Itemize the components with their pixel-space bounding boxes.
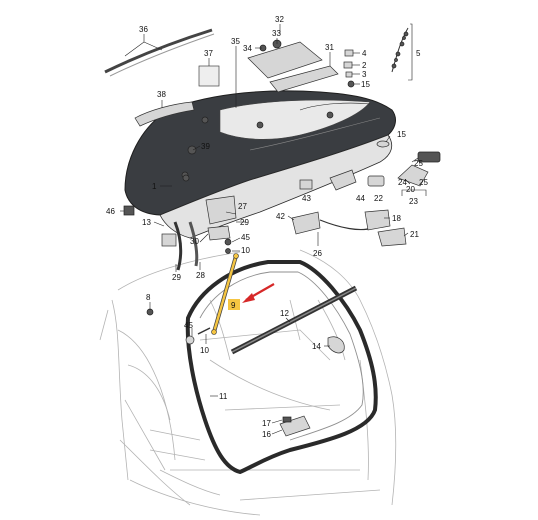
highlight-arrow (242, 283, 275, 303)
callout-30: 29 (240, 218, 249, 227)
callout-10-lower: 10 (200, 346, 209, 355)
leader-lines (120, 23, 427, 435)
spoiler-part (134, 101, 195, 127)
callout-12: 12 (280, 309, 289, 318)
repair-kit-39 (198, 65, 220, 87)
callout-34: 32 (275, 15, 284, 24)
plate-33 (269, 65, 339, 93)
callout-3: 3 (362, 70, 367, 79)
callout-41: 39 (201, 142, 210, 151)
callout-14: 14 (312, 342, 321, 351)
callout-33: 31 (325, 43, 334, 52)
callout-31: 29 (172, 273, 181, 282)
callout-36: 34 (243, 44, 252, 53)
callout-42: 42 (276, 212, 285, 221)
callout-35: 33 (272, 29, 281, 38)
callout-4: 4 (362, 49, 367, 58)
callout-22: 22 (374, 194, 383, 203)
callout-9: 9 (231, 301, 236, 310)
callout-45-upper: 45 (241, 233, 250, 242)
callout-32: 30 (190, 237, 199, 246)
trim-strip (104, 28, 213, 74)
callout-5: 5 (416, 49, 421, 58)
callout-38: 36 (139, 25, 148, 34)
plate-34 (247, 41, 323, 79)
callout-23: 23 (409, 197, 418, 206)
callout-46: 46 (106, 207, 115, 216)
callout-25: 25 (419, 178, 428, 187)
callout-2: 2 (362, 61, 367, 70)
callout-43: 43 (302, 194, 311, 203)
gas-strut-9 (211, 253, 239, 335)
callout-17: 16 (262, 430, 271, 439)
callout-21: 21 (410, 230, 419, 239)
callout-40: 38 (157, 90, 166, 99)
callout-labels: 36 35 32 33 34 31 4 2 3 15 5 37 38 39 1 … (106, 15, 428, 439)
callout-16: 15 (397, 130, 406, 139)
door-seal (185, 260, 378, 474)
callout-37: 35 (231, 37, 240, 46)
callout-39: 37 (204, 49, 213, 58)
callout-26: 25 (414, 159, 423, 168)
callout-9-highlight (228, 299, 240, 310)
callout-28: 27 (238, 202, 247, 211)
callout-11: 11 (219, 392, 228, 401)
callout-18: 17 (262, 419, 271, 428)
callout-13: 13 (142, 218, 151, 227)
callout-45-lower: 45 (184, 321, 193, 330)
callout-19: 18 (392, 214, 401, 223)
callout-10-upper: 10 (241, 246, 250, 255)
callout-15-top: 15 (361, 80, 370, 89)
callout-44: 44 (356, 194, 365, 203)
callout-29: 28 (196, 271, 205, 280)
callout-8: 8 (146, 293, 151, 302)
callout-27: 26 (313, 249, 322, 258)
callout-1: 1 (152, 182, 157, 191)
callout-20: 20 (406, 185, 415, 194)
callout-24: 24 (398, 178, 407, 187)
clip-set-5 (391, 27, 409, 73)
